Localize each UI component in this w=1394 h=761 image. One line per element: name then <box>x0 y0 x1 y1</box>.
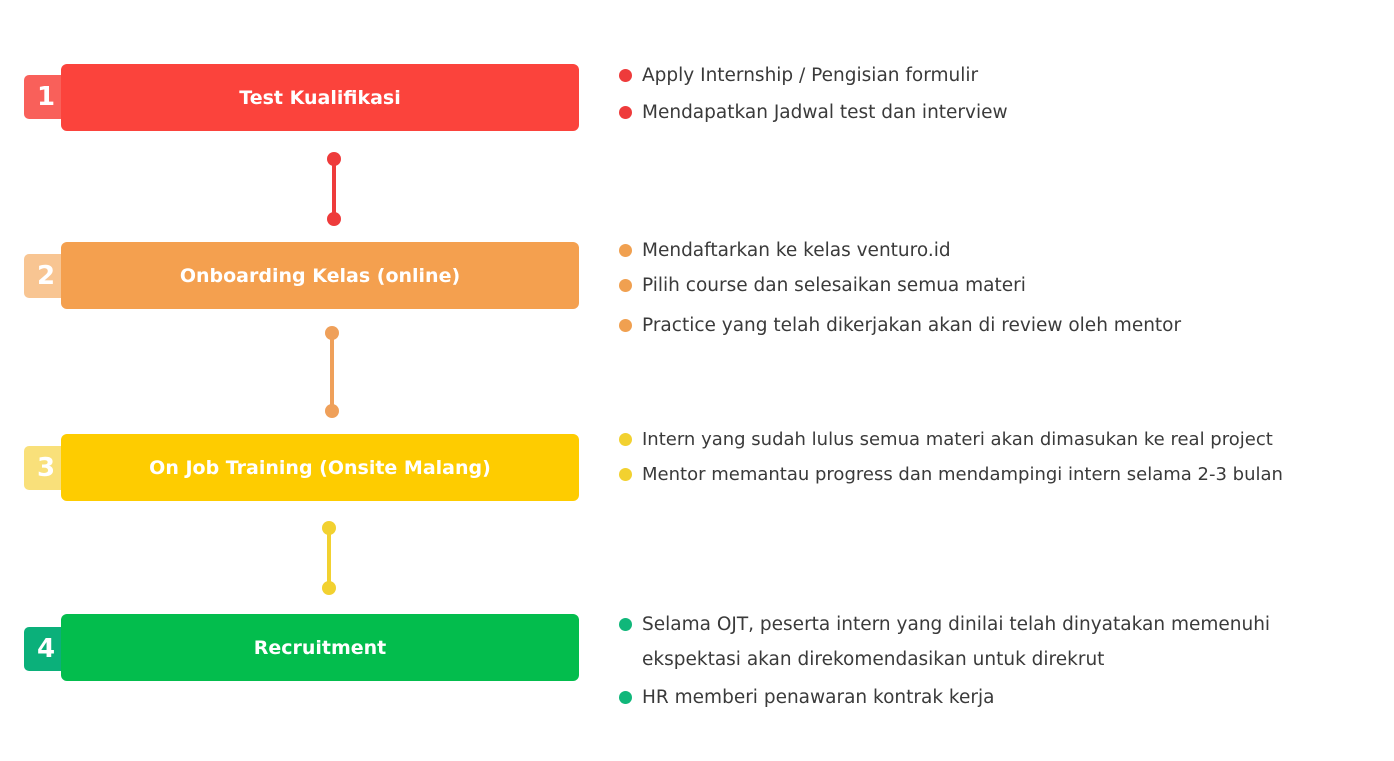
list-item: HR memberi penawaran kontrak kerja <box>619 680 1359 715</box>
step-1-number-tab: 1 <box>24 75 68 119</box>
step-3-title: On Job Training (Onsite Malang) <box>149 456 491 479</box>
step-1-box: Test Kualifikasi <box>61 64 579 131</box>
bullet-dot-icon <box>619 69 632 82</box>
step-1-bullet-list: Apply Internship / Pengisian formulir Me… <box>619 58 1008 130</box>
list-item: Mendapatkan Jadwal test dan interview <box>619 95 1008 130</box>
connector-2-3 <box>325 326 339 418</box>
connector-line <box>327 528 331 588</box>
bullet-dot-icon <box>619 468 632 481</box>
step-2-bullet-list: Mendaftarkan ke kelas venturo.id Pilih c… <box>619 233 1181 343</box>
list-item: Practice yang telah dikerjakan akan di r… <box>619 308 1181 343</box>
bullet-dot-icon <box>619 279 632 292</box>
bullet-dot-icon <box>619 244 632 257</box>
connector-dot-icon <box>322 581 336 595</box>
step-2-box: Onboarding Kelas (online) <box>61 242 579 309</box>
bullet-dot-icon <box>619 319 632 332</box>
step-3-bullet-list: Intern yang sudah lulus semua materi aka… <box>619 422 1283 492</box>
step-4-title: Recruitment <box>253 636 387 659</box>
connector-3-4 <box>322 521 336 595</box>
connector-dot-icon <box>325 404 339 418</box>
connector-line <box>330 333 334 411</box>
connector-dot-icon <box>327 212 341 226</box>
connector-1-2 <box>327 152 341 226</box>
bullet-dot-icon <box>619 106 632 119</box>
bullet-dot-icon <box>619 691 632 704</box>
list-item: Apply Internship / Pengisian formulir <box>619 58 1008 93</box>
step-4-box: Recruitment <box>61 614 579 681</box>
step-2-number: 2 <box>37 261 56 291</box>
list-item: Intern yang sudah lulus semua materi aka… <box>619 422 1283 457</box>
step-3-box: On Job Training (Onsite Malang) <box>61 434 579 501</box>
step-4-bullet-list: Selama OJT, peserta intern yang dinilai … <box>619 607 1359 715</box>
step-3-number: 3 <box>37 453 56 483</box>
list-item: Pilih course dan selesaikan semua materi <box>619 268 1181 303</box>
step-1-number: 1 <box>37 82 56 112</box>
step-2-number-tab: 2 <box>24 254 68 298</box>
step-4-number: 4 <box>37 634 56 664</box>
bullet-dot-icon <box>619 433 632 446</box>
list-item: Mentor memantau progress dan mendampingi… <box>619 457 1283 492</box>
step-1-title: Test Kualifikasi <box>239 86 401 109</box>
connector-line <box>332 159 336 219</box>
step-2-title: Onboarding Kelas (online) <box>179 264 461 287</box>
list-item: Selama OJT, peserta intern yang dinilai … <box>619 607 1359 677</box>
bullet-dot-icon <box>619 618 632 631</box>
step-4-number-tab: 4 <box>24 627 68 671</box>
step-3-number-tab: 3 <box>24 446 68 490</box>
list-item: Mendaftarkan ke kelas venturo.id <box>619 233 1181 268</box>
